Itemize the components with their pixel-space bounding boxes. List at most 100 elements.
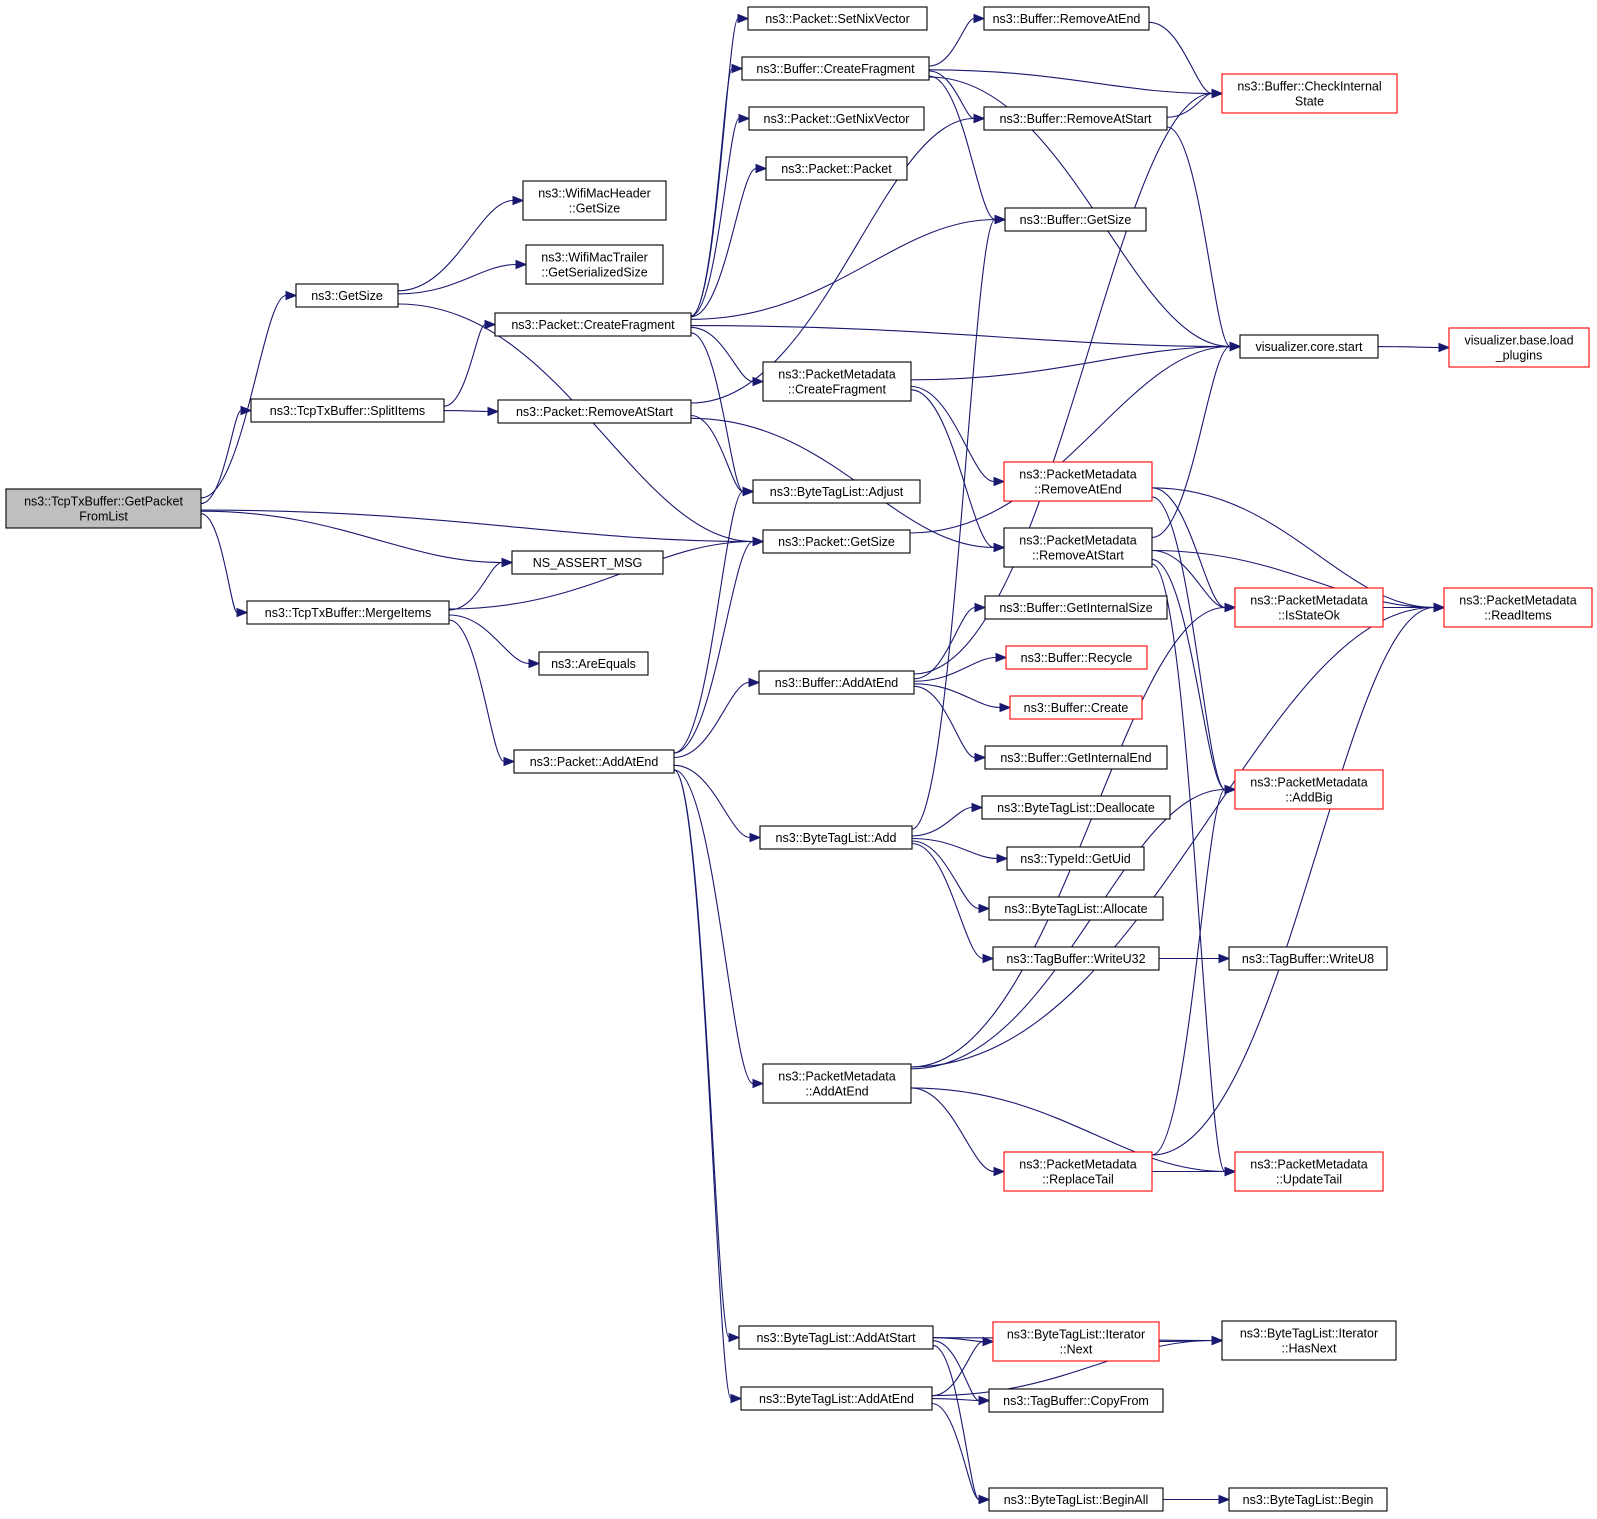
edge-btl-aae-to-btl-it-next bbox=[931, 1336, 995, 1397]
node-pm-rae[interactable]: ns3::PacketMetadata::RemoveAtEnd bbox=[1003, 461, 1153, 502]
edge-line bbox=[1151, 496, 1226, 791]
node-buf-aae[interactable]: ns3::Buffer::AddAtEnd bbox=[758, 670, 915, 695]
node-pm-addbig[interactable]: ns3::PacketMetadata::AddBig bbox=[1234, 769, 1384, 810]
node-btl-add[interactable]: ns3::ByteTagList::Add bbox=[759, 825, 913, 850]
edge-pm-aae-to-pm-iso bbox=[910, 602, 1237, 1068]
node-buf-cre[interactable]: ns3::Buffer::Create bbox=[1009, 695, 1143, 720]
edge-viz-start-to-viz-load bbox=[1377, 342, 1451, 353]
edge-line bbox=[910, 606, 1435, 1068]
node-btl-it-hn[interactable]: ns3::ByteTagList::Iterator::HasNext bbox=[1221, 1320, 1397, 1361]
node-merge[interactable]: ns3::TcpTxBuffer::MergeItems bbox=[246, 600, 450, 625]
node-btl-begin[interactable]: ns3::ByteTagList::Begin bbox=[1228, 1487, 1388, 1512]
edge-line bbox=[673, 681, 750, 759]
node-pkt-pkt[interactable]: ns3::Packet::Packet bbox=[765, 156, 908, 181]
edge-pkt-cf-to-viz-start bbox=[690, 325, 1242, 352]
node-buf-gie[interactable]: ns3::Buffer::GetInternalEnd bbox=[984, 745, 1168, 770]
node-wifihdr[interactable]: ns3::WifiMacHeader::GetSize bbox=[522, 180, 667, 221]
node-tid-uid[interactable]: ns3::TypeId::GetUid bbox=[1006, 846, 1145, 871]
node-label: ns3::Packet::GetNixVector bbox=[764, 112, 910, 126]
edge-line bbox=[200, 510, 503, 564]
node-label: ns3::ByteTagList::Deallocate bbox=[997, 801, 1155, 815]
edge-pm-cf-to-viz-start bbox=[910, 341, 1242, 381]
node-buf-rae[interactable]: ns3::Buffer::RemoveAtEnd bbox=[983, 6, 1150, 31]
node-label: ns3::ByteTagList::Begin bbox=[1243, 1493, 1374, 1507]
node-nsassert[interactable]: NS_ASSERT_MSG bbox=[511, 550, 664, 575]
node-label: ns3::AreEquals bbox=[551, 657, 636, 671]
node-areeq[interactable]: ns3::AreEquals bbox=[538, 651, 649, 676]
node-btl-beginall[interactable]: ns3::ByteTagList::BeginAll bbox=[988, 1487, 1164, 1512]
edge-line bbox=[443, 410, 489, 413]
node-box bbox=[1234, 1151, 1384, 1192]
node-btl-aas[interactable]: ns3::ByteTagList::AddAtStart bbox=[738, 1325, 934, 1350]
node-buf-cf[interactable]: ns3::Buffer::CreateFragment bbox=[741, 56, 930, 81]
edge-line bbox=[910, 1087, 1226, 1173]
node-btl-it-next[interactable]: ns3::ByteTagList::Iterator::Next bbox=[992, 1321, 1160, 1362]
edge-merge-to-nsassert bbox=[448, 557, 514, 611]
node-label: _plugins bbox=[1495, 349, 1543, 363]
edge-buf-aae-to-buf-rec bbox=[913, 652, 1008, 682]
node-pkt-ras[interactable]: ns3::Packet::RemoveAtStart bbox=[497, 399, 692, 424]
node-pm-ut[interactable]: ns3::PacketMetadata::UpdateTail bbox=[1234, 1151, 1384, 1192]
node-getsize-free[interactable]: ns3::GetSize bbox=[295, 283, 399, 308]
edge-line bbox=[928, 17, 975, 67]
node-box bbox=[765, 156, 908, 181]
node-btl-alloc[interactable]: ns3::ByteTagList::Allocate bbox=[988, 896, 1164, 921]
node-box bbox=[1239, 334, 1379, 359]
edge-pkt-gs-to-viz-start bbox=[909, 341, 1242, 534]
node-buf-gs[interactable]: ns3::Buffer::GetSize bbox=[1004, 207, 1147, 232]
node-pm-ri[interactable]: ns3::PacketMetadata::ReadItems bbox=[1443, 587, 1593, 628]
node-viz-start[interactable]: visualizer.core.start bbox=[1239, 334, 1379, 359]
node-btl-aae[interactable]: ns3::ByteTagList::AddAtEnd bbox=[740, 1386, 933, 1411]
edge-line bbox=[910, 385, 995, 483]
edge-pm-aae-to-pm-addbig bbox=[910, 784, 1237, 1070]
edge-arrowhead bbox=[1211, 88, 1224, 99]
node-tb-copy[interactable]: ns3::TagBuffer::CopyFrom bbox=[988, 1388, 1164, 1413]
edge-arrowhead bbox=[749, 832, 762, 843]
node-pkt-gs[interactable]: ns3::Packet::GetSize bbox=[762, 529, 911, 554]
node-buf-gis[interactable]: ns3::Buffer::GetInternalSize bbox=[984, 595, 1168, 620]
node-tb-wu8[interactable]: ns3::TagBuffer::WriteU8 bbox=[1228, 946, 1388, 971]
node-label: NS_ASSERT_MSG bbox=[533, 556, 643, 570]
node-viz-load[interactable]: visualizer.base.load_plugins bbox=[1448, 327, 1590, 368]
edge-arrowhead bbox=[738, 113, 751, 124]
edge-line bbox=[673, 764, 751, 839]
node-pm-aae[interactable]: ns3::PacketMetadata::AddAtEnd bbox=[762, 1063, 912, 1104]
node-label: State bbox=[1295, 95, 1324, 109]
node-split[interactable]: ns3::TcpTxBuffer::SplitItems bbox=[250, 398, 445, 423]
edge-root-to-getsize-free bbox=[200, 290, 298, 499]
node-setnix[interactable]: ns3::Packet::SetNixVector bbox=[747, 6, 928, 31]
node-label: ns3::PacketMetadata bbox=[778, 1070, 895, 1084]
node-pkt-aae[interactable]: ns3::Packet::AddAtEnd bbox=[513, 749, 675, 774]
node-pm-ras[interactable]: ns3::PacketMetadata::RemoveAtStart bbox=[1003, 527, 1153, 568]
edge-arrowhead bbox=[752, 536, 765, 547]
node-btl-dealloc[interactable]: ns3::ByteTagList::Deallocate bbox=[981, 795, 1171, 820]
node-pm-rt[interactable]: ns3::PacketMetadata::ReplaceTail bbox=[1003, 1151, 1153, 1192]
node-label: ns3::ByteTagList::BeginAll bbox=[1004, 1493, 1149, 1507]
node-label: ns3::Packet::RemoveAtStart bbox=[516, 405, 674, 419]
node-box bbox=[538, 651, 649, 676]
node-label: ::ReplaceTail bbox=[1042, 1173, 1114, 1187]
edge-arrowhead bbox=[512, 195, 525, 206]
node-wifitrl[interactable]: ns3::WifiMacTrailer::GetSerializedSize bbox=[525, 244, 664, 285]
node-label: ns3::ByteTagList::Iterator bbox=[1007, 1328, 1145, 1342]
edge-buf-aae-to-buf-gis bbox=[913, 602, 987, 680]
node-box bbox=[1228, 946, 1388, 971]
node-getnix[interactable]: ns3::Packet::GetNixVector bbox=[748, 106, 925, 131]
node-buf-ras[interactable]: ns3::Buffer::RemoveAtStart bbox=[983, 106, 1168, 131]
node-label: ::ReadItems bbox=[1484, 609, 1551, 623]
edge-line bbox=[1151, 606, 1435, 1156]
node-tb-wu32[interactable]: ns3::TagBuffer::WriteU32 bbox=[992, 946, 1160, 971]
node-buf-rec[interactable]: ns3::Buffer::Recycle bbox=[1005, 645, 1148, 670]
edge-line bbox=[910, 788, 1226, 1070]
edge-pm-cf-to-pm-ras bbox=[910, 389, 1006, 553]
node-pm-cf[interactable]: ns3::PacketMetadata::CreateFragment bbox=[762, 361, 912, 402]
node-box bbox=[1006, 846, 1145, 871]
node-pkt-cf[interactable]: ns3::Packet::CreateFragment bbox=[494, 312, 692, 337]
edge-split-to-pkt-cf bbox=[443, 319, 497, 407]
edge-line bbox=[690, 332, 744, 493]
edge-line bbox=[397, 263, 517, 295]
node-pm-iso[interactable]: ns3::PacketMetadata::IsStateOk bbox=[1234, 587, 1384, 628]
node-btl-adj[interactable]: ns3::ByteTagList::Adjust bbox=[752, 479, 921, 504]
